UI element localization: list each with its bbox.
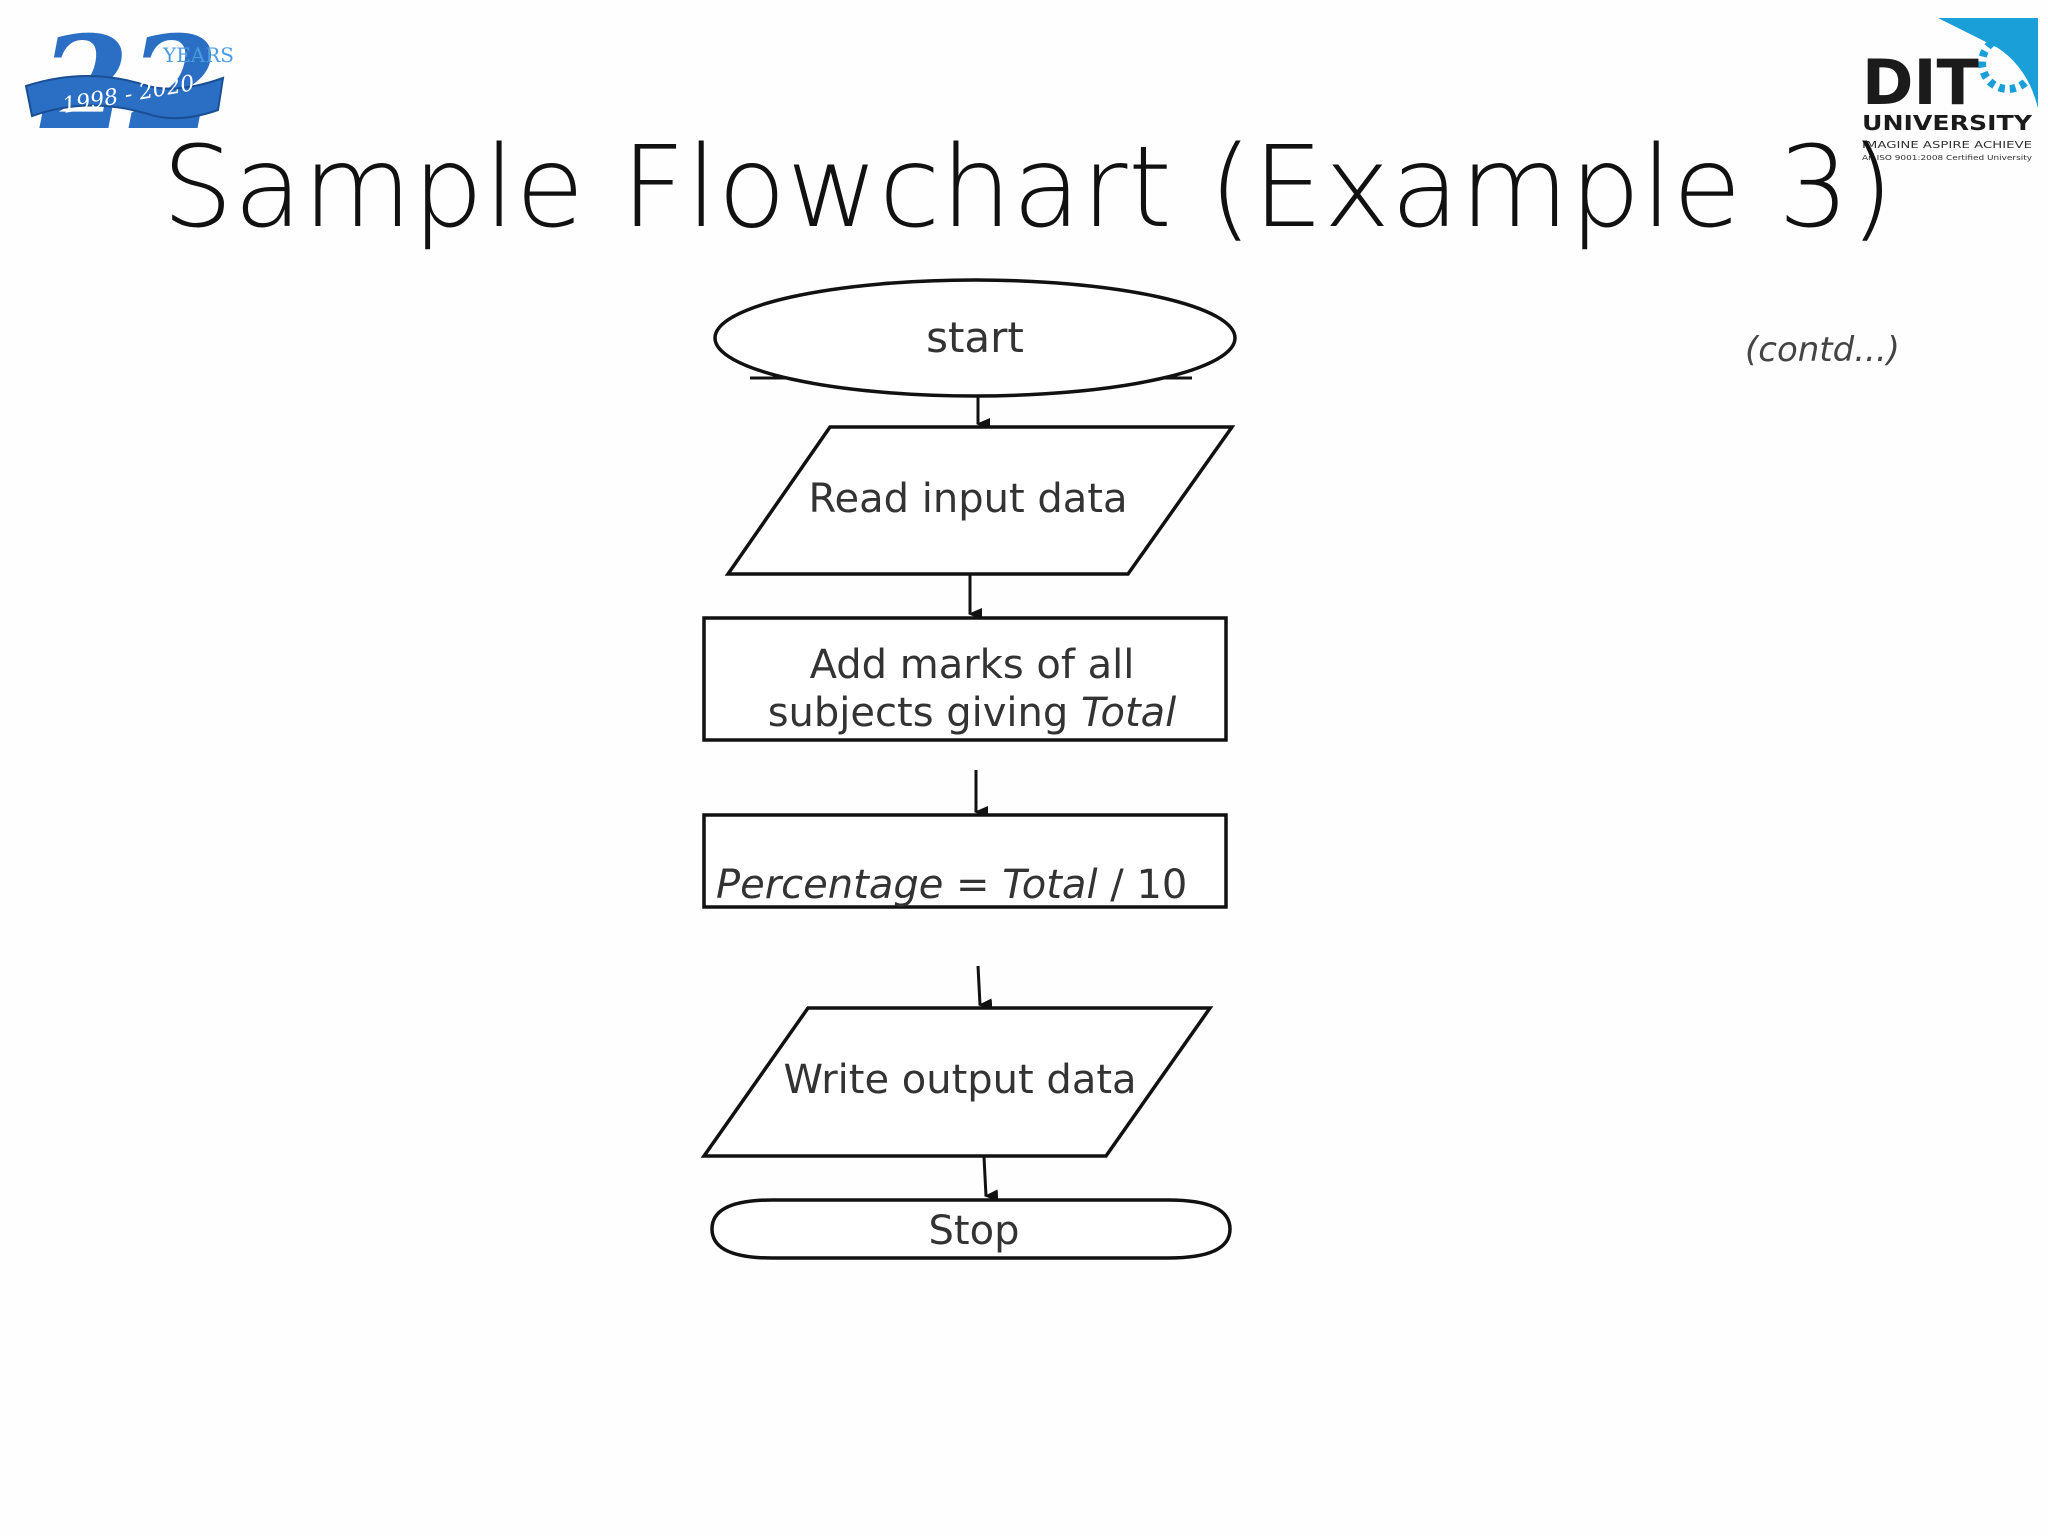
start-label: start <box>926 313 1024 362</box>
start-node: start <box>713 278 1237 398</box>
percentage-eq: = <box>943 862 1002 908</box>
stop-node: Stop <box>710 1198 1232 1260</box>
percentage-formula: Percentage = Total / 10 <box>716 862 1187 908</box>
add-marks-line2: subjects giving Total <box>768 690 1177 736</box>
logo-right-subtitle: UNIVERSITY <box>1862 111 2033 135</box>
percentage-var: Percentage <box>716 862 943 908</box>
percentage-rest: / 10 <box>1098 862 1188 908</box>
logo-right-name: DIT <box>1862 46 1979 119</box>
logo-right-tagline: IMAGINE ASPIRE ACHIEVE <box>1862 140 2032 151</box>
read-input-node: Read input data <box>724 425 1236 576</box>
arrow-write-stop <box>982 1156 999 1202</box>
stop-label: Stop <box>929 1208 1020 1254</box>
ribbon-shape <box>24 75 225 120</box>
logo-right-fineprint: An ISO 9001:2008 Certified University <box>1862 154 2032 162</box>
add-marks-line1: Add marks of all <box>810 642 1135 688</box>
anniversary-logo: 22 1998 - 2020 YEARS <box>24 16 234 146</box>
read-input-label: Read input data <box>809 476 1128 522</box>
add-marks-line2-prefix: subjects giving <box>768 690 1081 736</box>
page-title: Sample Flowchart (Example 3) <box>162 123 1895 253</box>
logo-left-years: YEARS <box>162 43 234 67</box>
contd-label: (contd...) <box>1745 330 1900 370</box>
write-output-node: Write output data <box>700 1006 1214 1158</box>
write-output-label: Write output data <box>783 1057 1136 1103</box>
dit-university-logo: DIT UNIVERSITY IMAGINE ASPIRE ACHIEVE An… <box>1862 18 2038 162</box>
percentage-node: Percentage = Total / 10 <box>702 813 1228 909</box>
percentage-total-var: Total <box>1002 862 1097 908</box>
add-marks-node: Add marks of all subjects giving Total <box>702 616 1228 742</box>
add-marks-total-var: Total <box>1081 690 1176 736</box>
arrow-pct-write <box>976 965 993 1011</box>
gear-icon <box>1938 18 2038 108</box>
